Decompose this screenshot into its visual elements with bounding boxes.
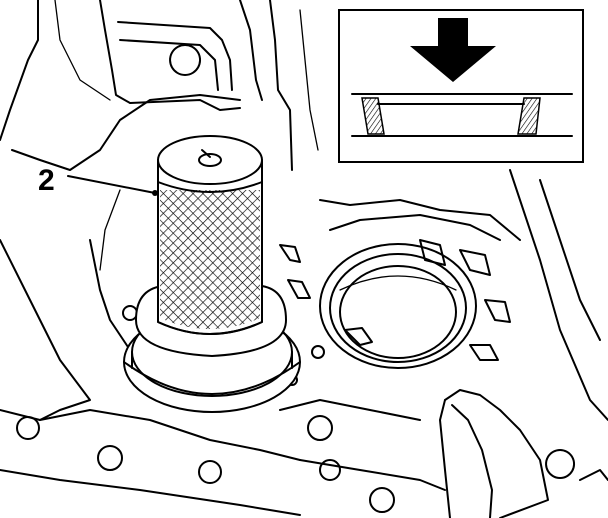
inset-detail	[338, 9, 584, 163]
callout-2: 2	[38, 164, 158, 197]
bearing-bore	[319, 243, 477, 369]
right-housing	[279, 169, 608, 421]
lower-right-rib	[439, 389, 608, 518]
bolt-holes	[16, 305, 395, 513]
bottom-flange	[0, 399, 446, 516]
arrow-down-icon	[410, 18, 496, 82]
bolt-hole	[16, 416, 40, 440]
bolt-hole	[311, 345, 325, 359]
bolt-hole	[369, 487, 395, 513]
bolt-hole	[97, 445, 123, 471]
bolt-hole	[319, 459, 341, 481]
housing-outline	[0, 0, 301, 461]
leader-line	[67, 175, 156, 194]
top-rib	[99, 0, 319, 171]
seal-lip-right	[517, 97, 541, 135]
bolt-hole	[122, 305, 138, 321]
tool-center-hole	[198, 153, 222, 167]
bolt-hole	[307, 415, 333, 441]
callout-label: 2	[38, 164, 55, 197]
bolt-hole	[198, 460, 222, 484]
seal-lip-left	[361, 97, 385, 135]
knurled-grip	[160, 190, 260, 329]
seal-driver-tool	[135, 135, 287, 357]
leader-dot	[152, 190, 158, 196]
